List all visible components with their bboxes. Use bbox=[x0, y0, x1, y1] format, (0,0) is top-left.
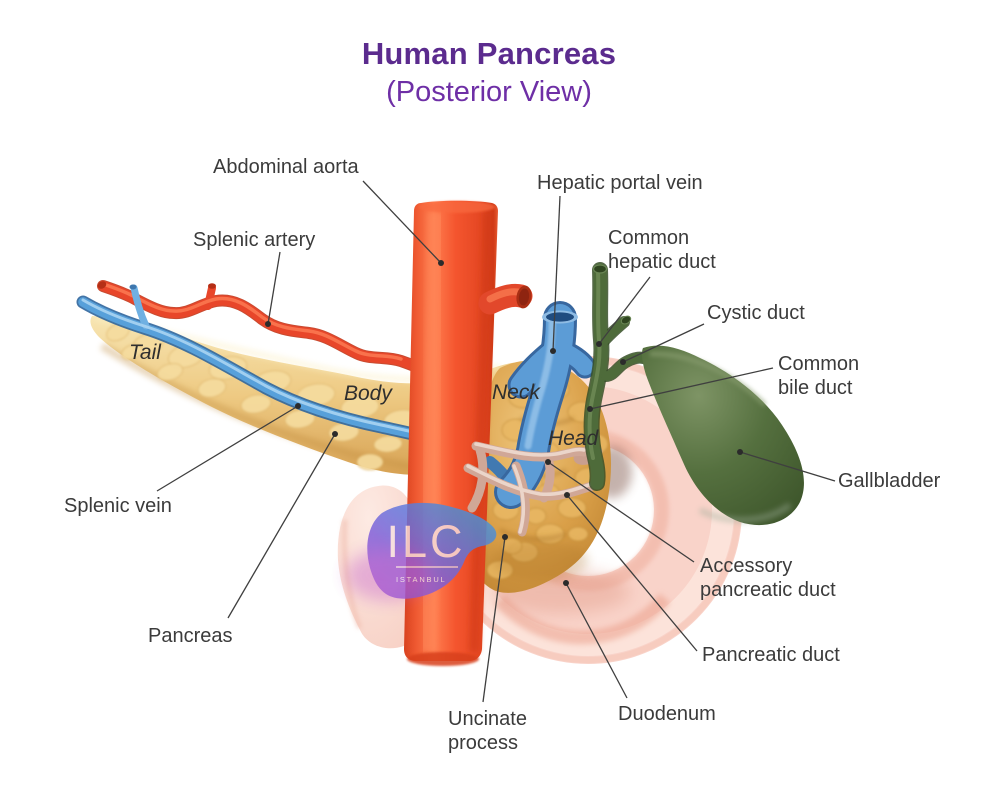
leader-dots bbox=[265, 260, 743, 586]
leader-splenic-artery bbox=[267, 251, 281, 325]
leader-pancreas bbox=[227, 433, 336, 619]
leader-common-hepatic-duct bbox=[598, 276, 651, 345]
leader-accessory-pancreatic-duct bbox=[547, 461, 695, 563]
hepatic-portal-vein-shape bbox=[494, 301, 597, 509]
leader-lines bbox=[156, 180, 836, 703]
watermark-logo: ILC ISTANBUL bbox=[346, 502, 497, 601]
region-label-tail: Tail bbox=[129, 341, 161, 364]
label-pancreas: Pancreas bbox=[148, 625, 233, 647]
watermark-brand-text: ILC bbox=[386, 516, 465, 567]
gallbladder-shape bbox=[642, 345, 804, 526]
label-common-bile-duct: Common bile duct bbox=[778, 353, 860, 399]
page-title: Human Pancreas bbox=[361, 36, 617, 71]
label-pancreatic-duct: Pancreatic duct bbox=[702, 644, 840, 666]
region-label-body: Body bbox=[344, 382, 392, 405]
label-uncinate-process: Uncinate process bbox=[448, 708, 527, 754]
leader-gallbladder bbox=[739, 451, 836, 482]
leader-uncinate-process bbox=[482, 536, 506, 703]
watermark-city-text: ISTANBUL bbox=[396, 575, 447, 584]
label-hepatic-portal-vein: Hepatic portal vein bbox=[537, 172, 703, 194]
leader-splenic-vein bbox=[156, 405, 299, 492]
bile-duct-tree bbox=[583, 262, 649, 491]
leader-abdominal-aorta bbox=[362, 180, 442, 264]
label-abdominal-aorta: Abdominal aorta bbox=[213, 156, 359, 178]
leader-hepatic-portal-vein bbox=[552, 195, 561, 352]
leader-common-bile-duct bbox=[589, 367, 774, 410]
region-label-head: Head bbox=[548, 427, 599, 450]
leader-duodenum bbox=[565, 582, 628, 699]
label-splenic-vein: Splenic vein bbox=[64, 495, 172, 517]
page-subtitle: (Posterior View) bbox=[386, 76, 592, 108]
label-gallbladder: Gallbladder bbox=[838, 470, 941, 492]
label-cystic-duct: Cystic duct bbox=[707, 302, 805, 324]
label-common-hepatic-duct: Common hepatic duct bbox=[608, 227, 716, 273]
leader-cystic-duct bbox=[622, 323, 705, 363]
label-duodenum: Duodenum bbox=[618, 703, 716, 725]
leader-pancreatic-duct bbox=[566, 494, 698, 652]
region-label-neck: Neck bbox=[492, 381, 540, 404]
label-splenic-artery: Splenic artery bbox=[193, 229, 316, 251]
label-accessory-pancreatic-duct: Accessory pancreatic duct bbox=[700, 555, 836, 601]
